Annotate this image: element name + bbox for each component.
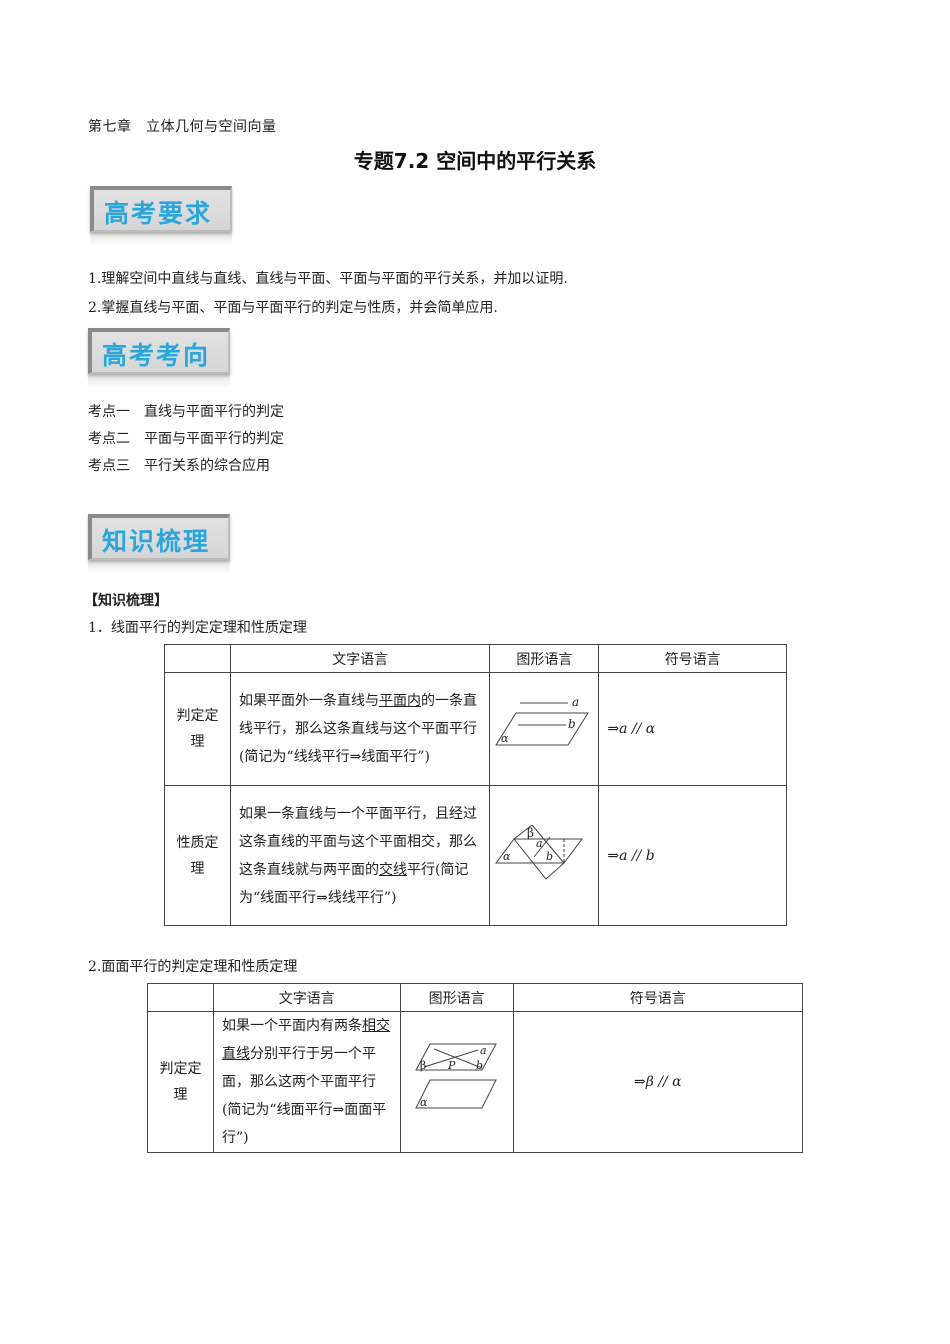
svg-text:α: α bbox=[420, 1096, 428, 1109]
exam-point-1: 考点一 直线与平面平行的判定 bbox=[88, 404, 284, 420]
line-plane-parallel-diagram-icon: a b α bbox=[495, 695, 590, 746]
page-title: 专题7.2 空间中的平行关系 bbox=[353, 149, 597, 173]
banner-directions-label: 高考考向 bbox=[102, 341, 211, 370]
row-text: 如果一个平面内有两条相交直线分别平行于另一个平面，那么这两个平面平行(简记为“线… bbox=[212, 1011, 401, 1153]
banner-directions: 高考考向 bbox=[88, 328, 230, 388]
banner-reflection bbox=[90, 232, 232, 246]
svg-text:β: β bbox=[420, 1059, 426, 1072]
header-text-language: 文字语言 bbox=[229, 644, 491, 673]
exam-point-2: 考点二 平面与平面平行的判定 bbox=[88, 431, 284, 447]
banner-requirements: 高考要求 bbox=[90, 186, 232, 246]
parallel-planes-diagram-icon: a β P b α bbox=[414, 1043, 497, 1109]
svg-text:α: α bbox=[503, 850, 511, 863]
requirement-item-2: 2.掌握直线与平面、平面与平面平行的判定与性质，并会简单应用. bbox=[88, 300, 498, 316]
svg-text:b: b bbox=[568, 717, 576, 731]
svg-text:a: a bbox=[480, 1044, 487, 1057]
row-figure: a b α bbox=[489, 672, 600, 786]
row-text: 如果一条直线与一个平面平行，且经过这条直线的平面与这个平面相交，那么这条直线就与… bbox=[229, 785, 491, 926]
requirement-item-1: 1.理解空间中直线与直线、直线与平面、平面与平面的平行关系，并加以证明. bbox=[88, 271, 568, 287]
row-name: 性质定理 bbox=[164, 785, 231, 926]
header-figure-language: 图形语言 bbox=[399, 983, 514, 1012]
banner-reflection bbox=[88, 560, 230, 574]
header-empty bbox=[147, 983, 214, 1012]
line-plane-theorem-table: 文字语言 图形语言 符号语言 判定定理 如果平面外一条直线与平面内的一条直线平行… bbox=[164, 644, 787, 926]
svg-text:b: b bbox=[476, 1059, 483, 1072]
svg-text:a: a bbox=[572, 697, 579, 709]
banner-knowledge-label: 知识梳理 bbox=[102, 527, 211, 556]
svg-text:β: β bbox=[527, 826, 534, 840]
row-figure: β a b α bbox=[489, 785, 600, 926]
row-symbol: ⇒β // α bbox=[512, 1011, 804, 1153]
svg-text:α: α bbox=[501, 732, 509, 745]
header-figure-language: 图形语言 bbox=[489, 644, 600, 673]
row-symbol: ⇒a // α bbox=[598, 672, 787, 786]
row-symbol: ⇒a // b bbox=[598, 785, 787, 926]
part2-heading: 2.面面平行的判定定理和性质定理 bbox=[88, 959, 298, 975]
plane-plane-theorem-table: 文字语言 图形语言 符号语言 判定定理 如果一个平面内有两条相交直线分别平行于另… bbox=[147, 983, 804, 1153]
table-row: 性质定理 如果一条直线与一个平面平行，且经过这条直线的平面与这个平面相交，那么这… bbox=[164, 785, 787, 926]
table-row: 判定定理 如果一个平面内有两条相交直线分别平行于另一个平面，那么这两个平面平行(… bbox=[147, 1011, 804, 1153]
row-figure: a β P b α bbox=[399, 1011, 514, 1153]
exam-point-3: 考点三 平行关系的综合应用 bbox=[88, 458, 270, 474]
banner-reflection bbox=[88, 374, 230, 388]
row-name: 判定定理 bbox=[147, 1011, 214, 1153]
svg-text:a: a bbox=[536, 837, 543, 850]
intersecting-planes-diagram-icon: β a b α bbox=[495, 824, 584, 880]
chapter-heading: 第七章 立体几何与空间向量 bbox=[88, 119, 277, 135]
header-symbol-language: 符号语言 bbox=[512, 983, 804, 1012]
svg-text:P: P bbox=[447, 1059, 456, 1072]
header-symbol-language: 符号语言 bbox=[598, 644, 787, 673]
banner-knowledge: 知识梳理 bbox=[88, 514, 230, 574]
part1-heading: 1．线面平行的判定定理和性质定理 bbox=[88, 620, 307, 636]
knowledge-label: 【知识梳理】 bbox=[84, 593, 168, 609]
header-empty bbox=[164, 644, 231, 673]
row-text: 如果平面外一条直线与平面内的一条直线平行，那么这条直线与这个平面平行(简记为“线… bbox=[229, 672, 491, 786]
header-text-language: 文字语言 bbox=[212, 983, 401, 1012]
row-name: 判定定理 bbox=[164, 672, 231, 786]
banner-requirements-label: 高考要求 bbox=[104, 199, 213, 228]
svg-text:b: b bbox=[546, 850, 553, 863]
table-row: 判定定理 如果平面外一条直线与平面内的一条直线平行，那么这条直线与这个平面平行(… bbox=[164, 672, 787, 786]
